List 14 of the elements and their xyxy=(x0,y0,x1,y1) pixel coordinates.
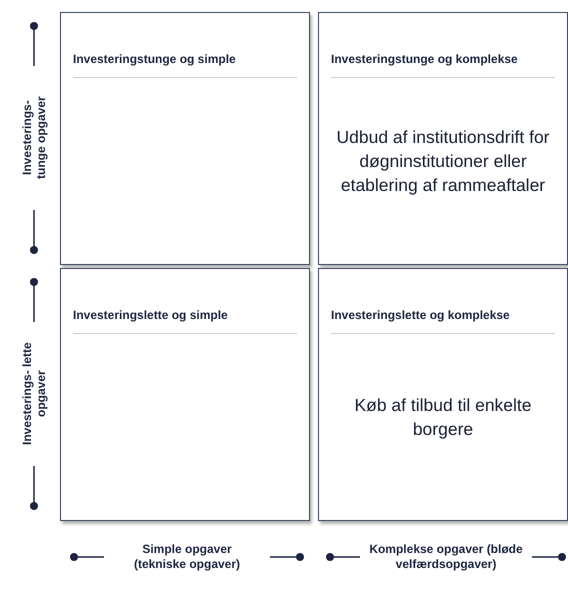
axis-label: Investerings- lette opgaver xyxy=(20,342,48,448)
quadrant-box xyxy=(318,12,568,265)
quadrant-description: Køb af tilbud til enkelte borgere xyxy=(353,394,533,441)
quadrant-box xyxy=(60,268,310,521)
axis-label: Komplekse opgaver (bløde velfærdsopgaver) xyxy=(368,542,524,572)
quadrant-heading: Investeringstunge og simple xyxy=(73,52,236,66)
quadrant-heading: Investeringslette og komplekse xyxy=(331,308,510,322)
axis-label: Investerings- tunge opgaver xyxy=(20,96,48,182)
quadrant-description: Udbud af institutionsdrift for døgninstitutioner eller etablering af rammeaftaler xyxy=(335,126,551,197)
quadrant-box xyxy=(60,12,310,265)
axis-label: Simple opgaver (tekniske opgaver) xyxy=(132,542,242,572)
quadrant-heading: Investeringstunge og komplekse xyxy=(331,52,518,66)
quadrant-box xyxy=(318,268,568,521)
quadrant-heading: Investeringslette og simple xyxy=(73,308,228,322)
